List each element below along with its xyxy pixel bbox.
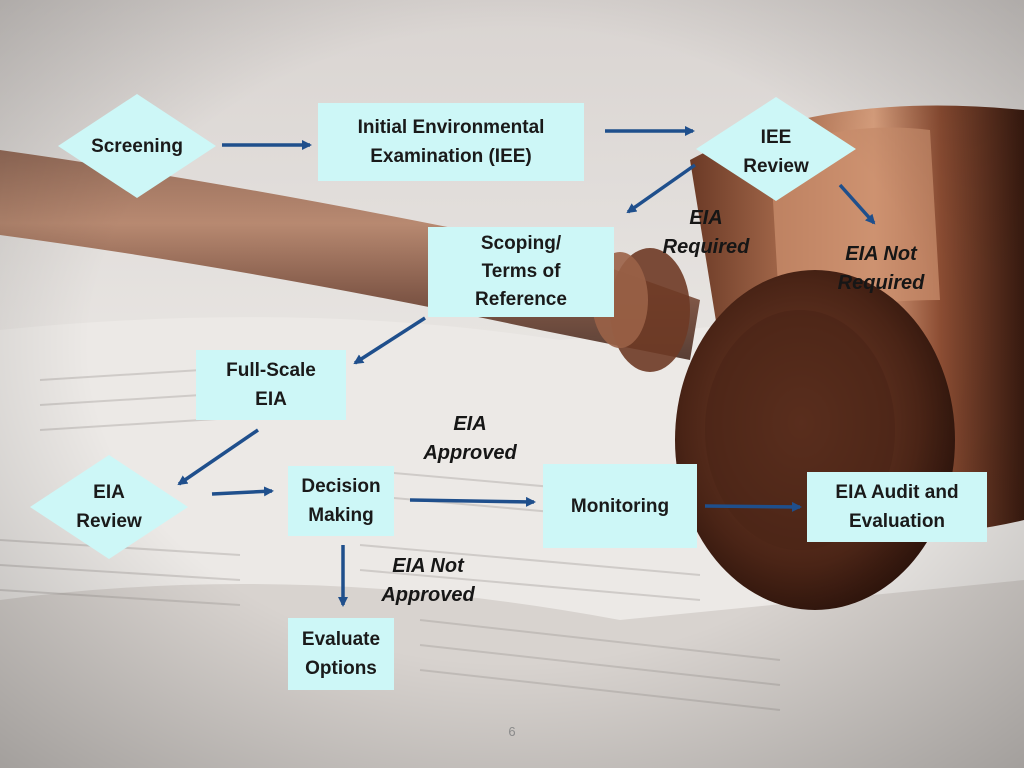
- slide-number: 6: [508, 724, 516, 739]
- iee-box: Initial Environmental Examination (IEE): [318, 103, 584, 181]
- eia-not-approved-label: EIA Not Approved: [381, 555, 475, 606]
- evaluate-options-box: Evaluate Options: [288, 618, 394, 690]
- arrow-monitoring-to-audit: [704, 501, 802, 512]
- scoping-box: Scoping/ Terms of Reference: [428, 227, 614, 317]
- eia-approved-label: EIA Approved: [423, 413, 517, 464]
- arrow-review-to-scoping: [626, 163, 697, 214]
- iee-review-diamond: [696, 97, 856, 201]
- screening-label: Screening: [91, 135, 183, 157]
- decision-making-box: Decision Making: [288, 466, 394, 536]
- arrow-review-to-decision: [211, 486, 274, 497]
- monitoring-box: Monitoring: [543, 464, 697, 548]
- eia-review-label: EIA Review: [76, 482, 142, 532]
- eia-audit-evaluation-box: EIA Audit and Evaluation: [807, 472, 987, 542]
- arrow-fullscale-to-review: [177, 428, 259, 486]
- eia-required-label: EIA Required: [662, 207, 750, 258]
- arrow-decision-to-monitoring: [409, 496, 536, 507]
- iee-review-label: IEE Review: [743, 127, 809, 177]
- eia-review-diamond: [30, 455, 188, 559]
- arrow-scoping-to-fullscale: [353, 316, 426, 365]
- arrow-review-to-not-required: [838, 183, 876, 225]
- eia-not-required-label: EIA Not Required: [837, 243, 925, 294]
- full-scale-eia-box: Full-Scale EIA: [196, 350, 346, 420]
- screening-diamond: [58, 94, 216, 198]
